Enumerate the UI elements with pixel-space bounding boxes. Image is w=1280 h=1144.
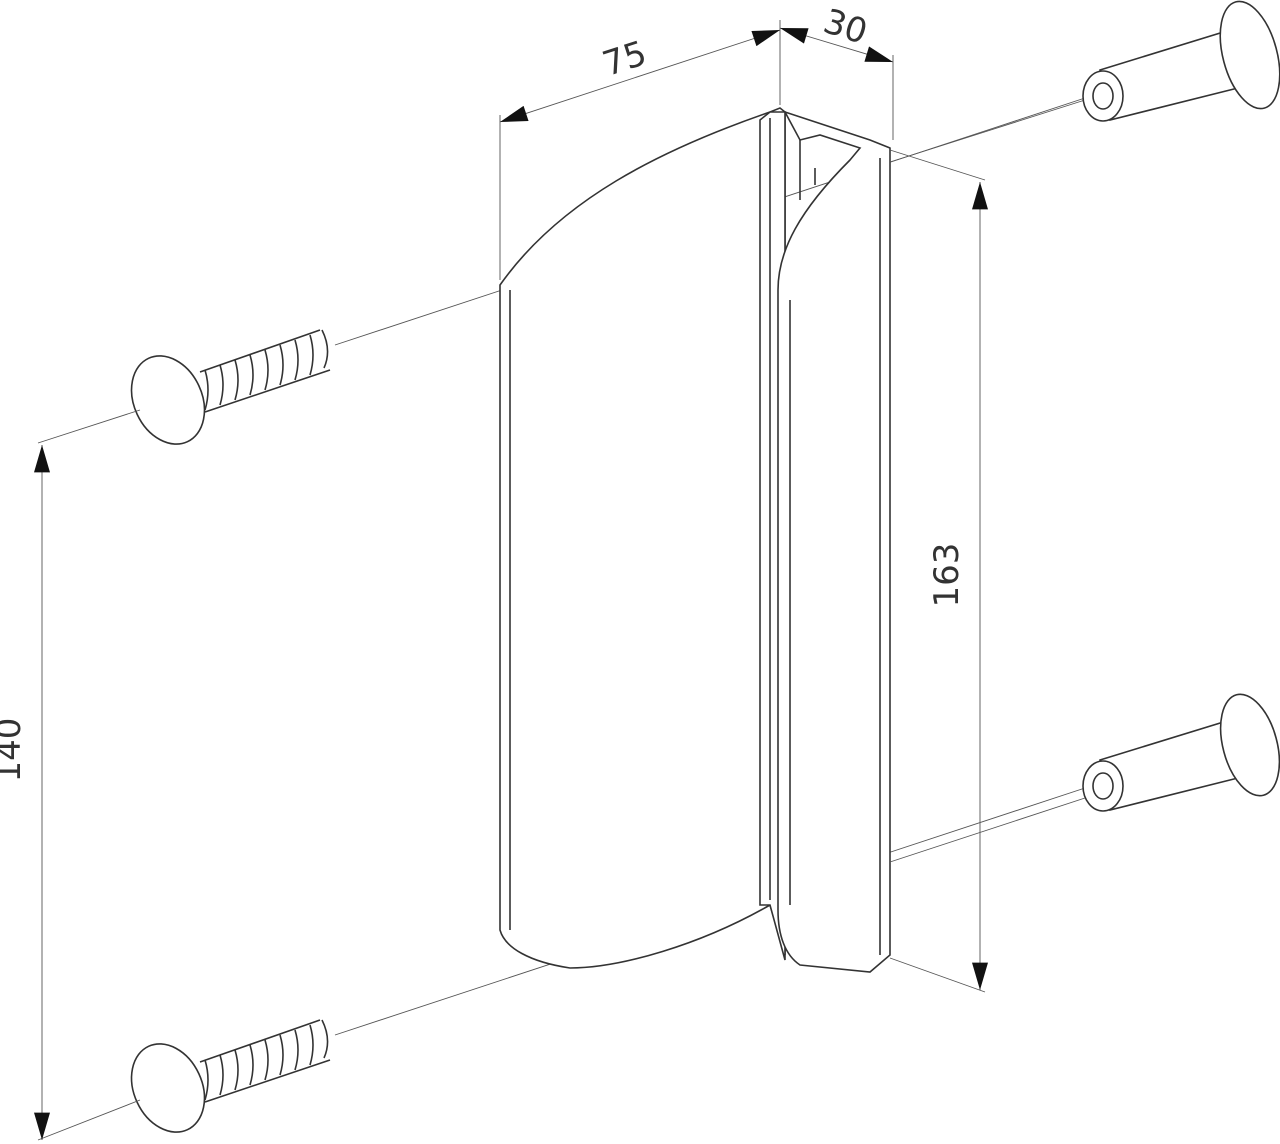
dimension-width-label: 75 xyxy=(598,33,652,84)
dimension-hole-spacing-label: 140 xyxy=(0,718,29,783)
sleeve-nut-bottom xyxy=(1082,693,1280,812)
dimension-depth-label: 30 xyxy=(819,1,873,52)
dimension-height-label: 163 xyxy=(927,543,967,608)
dimension-hole-spacing: 140 xyxy=(0,409,141,1141)
dimension-height: 163 xyxy=(927,182,988,991)
gate-handle xyxy=(499,99,1086,993)
sleeve-nut-top xyxy=(1082,0,1280,122)
screw-top xyxy=(130,329,331,445)
screw-bottom xyxy=(130,1019,331,1133)
